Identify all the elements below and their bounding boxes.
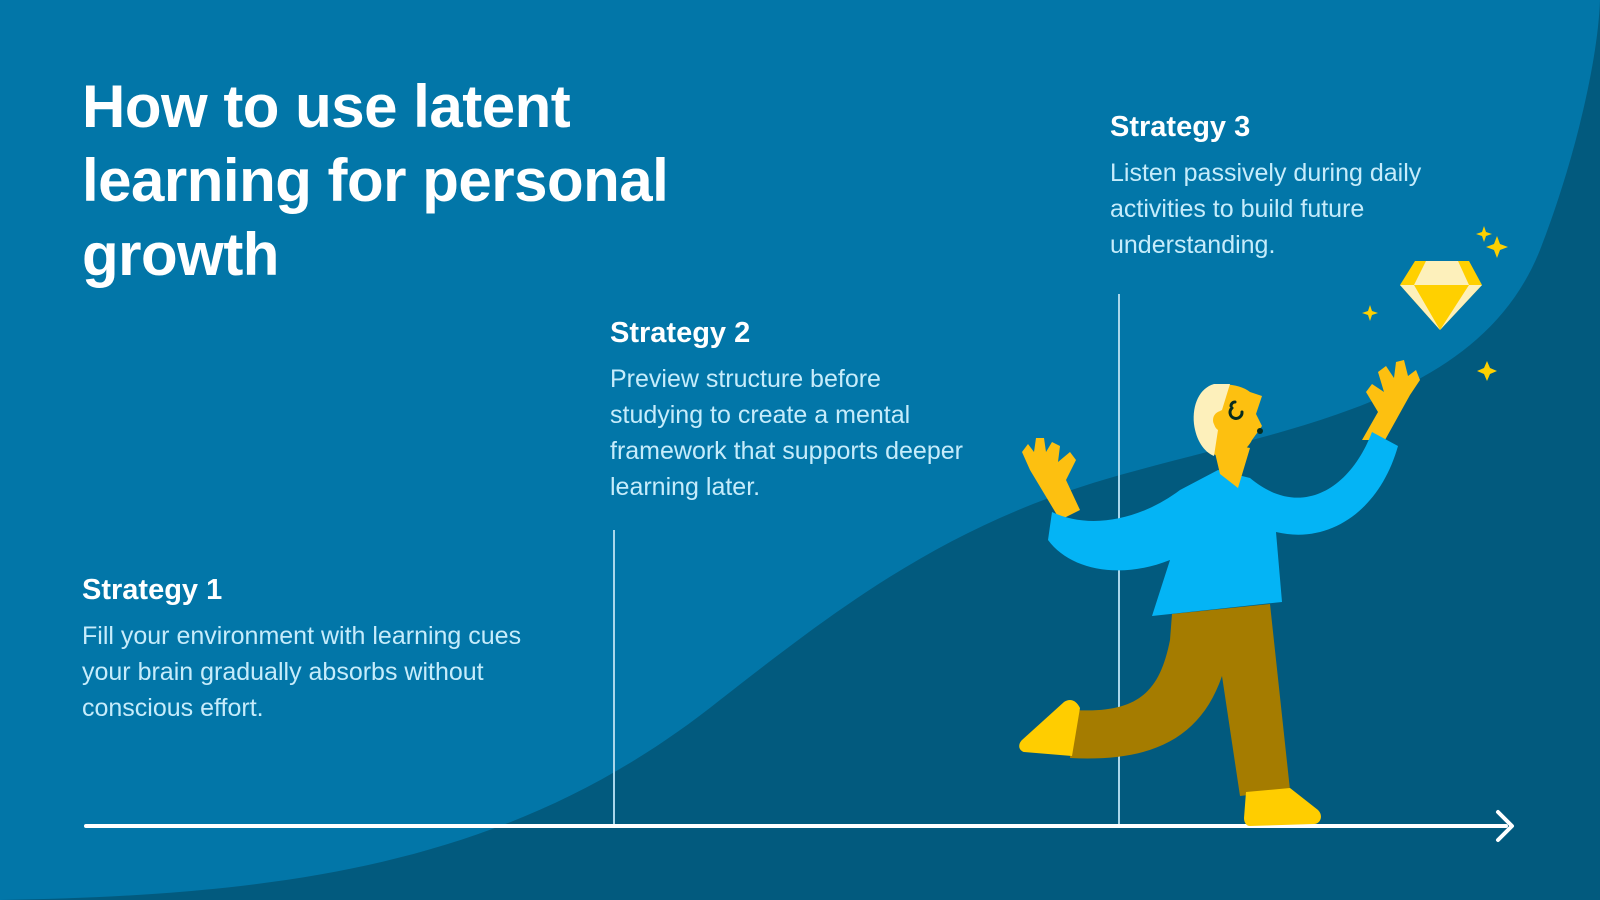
strategy-2: Strategy 2 Preview structure before stud…: [610, 315, 980, 505]
strategy-1-heading: Strategy 1: [82, 574, 223, 606]
strategy-3: Strategy 3 Listen passively during daily…: [1110, 109, 1510, 263]
strategy-2-marker-line: [613, 530, 615, 826]
strategy-3-description: Listen passively during daily activities…: [1110, 159, 1422, 259]
strategy-2-heading: Strategy 2: [610, 317, 751, 349]
strategy-1-description: Fill your environment with learning cues…: [82, 622, 522, 722]
strategy-1: Strategy 1 Fill your environment with le…: [82, 572, 542, 726]
timeline-axis: [84, 824, 1508, 828]
strategy-3-heading: Strategy 3: [1110, 111, 1251, 143]
arrow-right-icon: [1496, 810, 1514, 842]
strategy-3-marker-line: [1118, 294, 1120, 826]
strategy-2-description: Preview structure before studying to cre…: [610, 365, 963, 501]
page-title: How to use latent learning for personal …: [82, 73, 669, 288]
